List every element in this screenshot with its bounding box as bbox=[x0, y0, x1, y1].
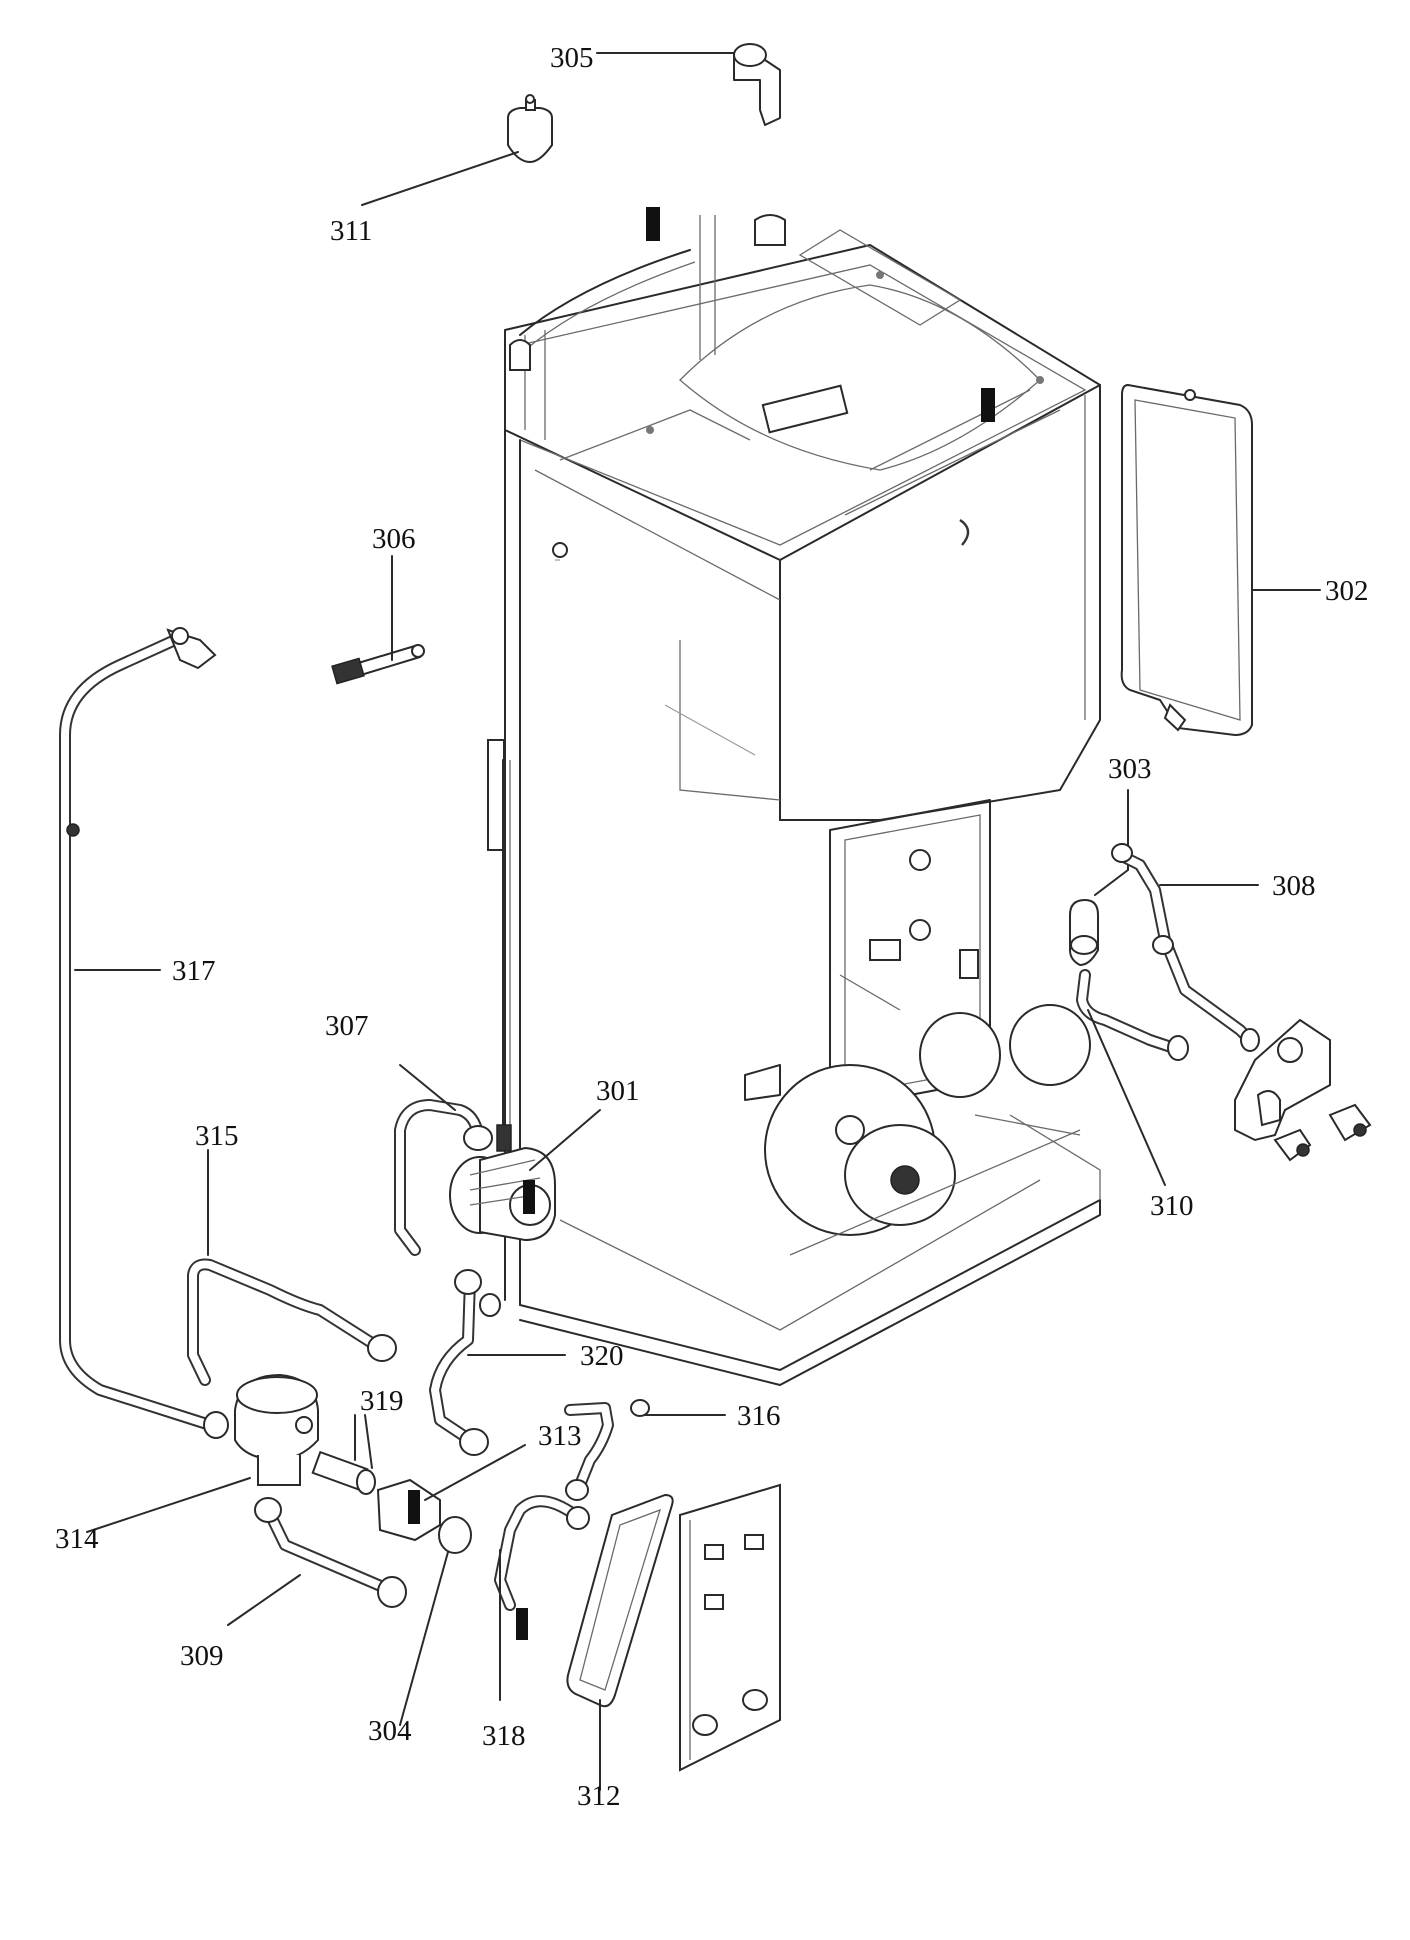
label-307: 307 bbox=[325, 1010, 369, 1042]
part-319-fittings bbox=[311, 1414, 376, 1495]
label-310: 310 bbox=[1150, 1190, 1194, 1222]
label-320: 320 bbox=[580, 1340, 624, 1372]
part-311-air-vent bbox=[361, 94, 553, 206]
part-301-pump bbox=[449, 1109, 601, 1242]
part-305-bracket bbox=[596, 43, 781, 126]
label-302: 302 bbox=[1325, 575, 1369, 607]
boiler-casing bbox=[487, 207, 1101, 1386]
label-313: 313 bbox=[538, 1420, 582, 1452]
label-305: 305 bbox=[550, 42, 594, 74]
part-316-pipe bbox=[564, 1399, 726, 1501]
label-315: 315 bbox=[195, 1120, 239, 1152]
part-labels: 305 311 306 302 303 308 317 307 301 315 … bbox=[55, 42, 1369, 1812]
label-301: 301 bbox=[596, 1075, 640, 1107]
part-318-pipe bbox=[494, 1495, 590, 1701]
label-312: 312 bbox=[577, 1780, 621, 1812]
label-319: 319 bbox=[360, 1385, 404, 1417]
part-315-pipe bbox=[187, 1149, 397, 1386]
part-320-pipe bbox=[429, 1269, 566, 1456]
part-310-pipe bbox=[1076, 969, 1189, 1186]
part-317-pipe bbox=[59, 627, 229, 1439]
part-309-pipe bbox=[227, 1497, 407, 1626]
label-304: 304 bbox=[368, 1715, 412, 1747]
part-303-connector bbox=[1069, 789, 1129, 967]
part-307-pipe bbox=[394, 1064, 493, 1256]
part-312-plate-exchanger bbox=[566, 1483, 781, 1791]
label-311: 311 bbox=[330, 215, 372, 247]
part-302-expansion-vessel bbox=[1120, 383, 1321, 737]
label-309: 309 bbox=[180, 1640, 224, 1672]
label-308: 308 bbox=[1272, 870, 1316, 902]
right-bracket-and-taps bbox=[1234, 1018, 1372, 1162]
label-317: 317 bbox=[172, 955, 216, 987]
part-313-valve bbox=[376, 1444, 526, 1726]
label-306: 306 bbox=[372, 523, 416, 555]
part-314-filter bbox=[86, 1373, 319, 1533]
label-318: 318 bbox=[482, 1720, 526, 1752]
label-316: 316 bbox=[737, 1400, 781, 1432]
part-308-pipe bbox=[1111, 843, 1260, 1052]
part-306-sensor bbox=[331, 555, 425, 685]
label-314: 314 bbox=[55, 1523, 99, 1555]
label-303: 303 bbox=[1108, 753, 1152, 785]
